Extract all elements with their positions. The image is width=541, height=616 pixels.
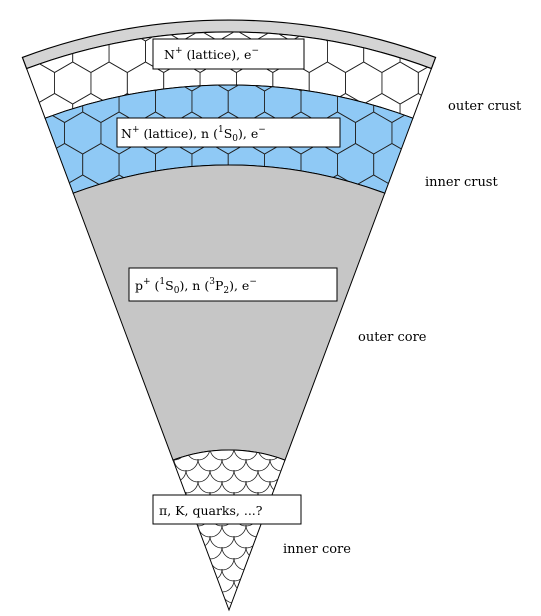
core-texture-arc — [306, 470, 330, 482]
core-texture-arc — [173, 458, 175, 472]
lattice-cell — [381, 32, 419, 42]
lattice-cell — [327, 93, 365, 119]
outer-crust-side-label: outer crust — [448, 99, 522, 114]
lattice-cell — [318, 174, 356, 194]
core-texture-arc — [173, 601, 187, 610]
lattice-cell — [447, 207, 483, 249]
lattice-cell — [26, 32, 55, 42]
core-texture-arc — [173, 480, 175, 494]
lattice-cell — [0, 62, 18, 104]
lattice-cell — [108, 93, 146, 119]
lattice-cell — [0, 49, 28, 91]
core-texture-arc — [281, 469, 285, 483]
lattice-cell — [417, 32, 432, 42]
lattice-cell — [428, 112, 464, 154]
core-texture-arc — [173, 590, 199, 604]
core-texture-arc — [173, 546, 199, 560]
core-texture-arc — [185, 579, 211, 593]
svg-text:π, K, quarks, ...?: π, K, quarks, ...? — [159, 503, 263, 518]
core-texture-arc — [269, 568, 285, 582]
inner-crust-side-label: inner crust — [425, 175, 498, 190]
core-texture-arc — [257, 601, 283, 610]
core-texture-arc — [138, 448, 162, 460]
core-texture-arc — [306, 602, 330, 614]
lattice-cell — [428, 49, 464, 91]
svg-text:N+ (lattice), n (1S0), e−: N+ (lattice), n (1S0), e− — [121, 125, 266, 144]
core-texture-arc — [173, 590, 175, 604]
lattice-cell — [10, 207, 46, 249]
core-texture-arc — [257, 535, 283, 549]
core-texture-arc — [138, 558, 162, 570]
core-texture-arc — [197, 590, 223, 604]
lattice-cell — [0, 0, 18, 41]
inner-core-label-box: π, K, quarks, ...? — [152, 494, 302, 525]
core-texture-arc — [173, 557, 187, 571]
core-texture-arc — [138, 602, 162, 614]
core-texture-arc — [233, 601, 259, 610]
lattice-cell — [399, 93, 432, 119]
lattice-cell — [455, 0, 491, 41]
core-texture-arc — [257, 557, 283, 571]
core-texture-arc — [269, 524, 285, 538]
lattice-cell — [100, 174, 138, 194]
core-texture-arc — [173, 524, 199, 538]
lattice-cell — [0, 112, 28, 154]
core-texture-arc — [257, 579, 283, 593]
inner-crust-label-box: N+ (lattice), n (1S0), e− — [116, 117, 341, 148]
core-texture-arc — [138, 470, 162, 482]
core-texture-arc — [294, 525, 318, 537]
core-texture-arc — [294, 591, 318, 603]
core-texture-arc — [294, 481, 318, 493]
core-texture-arc — [173, 568, 175, 582]
svg-text:N+ (lattice), e−: N+ (lattice), e− — [164, 46, 259, 62]
core-texture-arc — [173, 579, 187, 593]
outer-core-side-label: outer core — [358, 330, 427, 345]
core-texture-arc — [138, 580, 162, 592]
lattice-cell — [0, 175, 28, 217]
core-texture-arc — [281, 601, 285, 610]
core-texture-arc — [269, 590, 285, 604]
outer-crust-label-box: N+ (lattice), e− — [152, 38, 305, 70]
lattice-cell — [455, 62, 491, 104]
lattice-cell — [363, 93, 401, 119]
svg-text:p+ (1S0), n (3P2), e−: p+ (1S0), n (3P2), e− — [135, 277, 257, 296]
core-texture-arc — [185, 557, 211, 571]
core-texture-arc — [306, 448, 330, 460]
inner-core-region — [172, 449, 286, 612]
lattice-cell — [45, 174, 65, 194]
core-texture-arc — [245, 590, 271, 604]
core-texture-arc — [173, 546, 175, 560]
lattice-cell — [437, 31, 473, 73]
lattice-cell — [26, 93, 37, 119]
core-texture-arc — [173, 535, 187, 549]
core-texture-arc — [306, 492, 330, 504]
core-texture-arc — [173, 568, 199, 582]
core-texture-arc — [173, 524, 175, 538]
lattice-cell — [36, 93, 74, 119]
outer-core-label-box: p+ (1S0), n (3P2), e− — [128, 267, 338, 302]
core-texture-arc — [306, 558, 330, 570]
lattice-cell — [45, 143, 47, 186]
core-texture-arc — [281, 579, 285, 593]
inner-core-side-label: inner core — [283, 542, 351, 557]
lattice-cell — [391, 174, 413, 194]
lattice-cell — [46, 207, 82, 249]
core-texture-arc — [294, 569, 318, 581]
core-texture-arc — [306, 514, 330, 526]
lattice-cell — [72, 93, 110, 119]
outer-core-region — [72, 164, 386, 461]
core-texture-arc — [185, 601, 211, 610]
core-texture-arc — [306, 580, 330, 592]
lattice-cell — [410, 207, 446, 249]
core-texture-arc — [245, 568, 271, 582]
lattice-cell — [374, 207, 410, 249]
core-texture-arc — [138, 536, 162, 548]
lattice-cell — [64, 174, 102, 194]
core-texture-arc — [281, 557, 285, 571]
lattice-cell — [54, 32, 92, 42]
lattice-cell — [355, 174, 393, 194]
core-texture-arc — [294, 459, 318, 471]
